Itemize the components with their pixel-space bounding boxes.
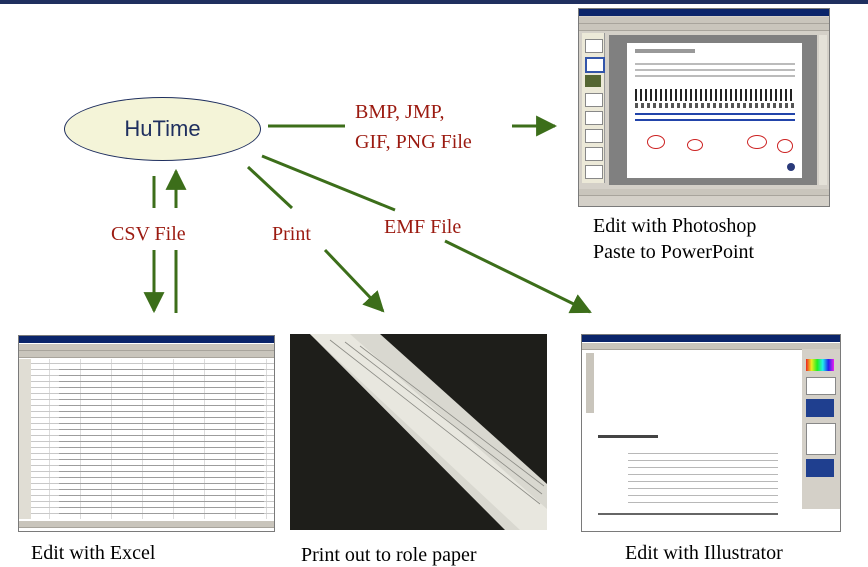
illustrator-screenshot [581,334,841,532]
arrow-to-emf [261,154,396,212]
powerpoint-titlebar [579,9,829,16]
powerpoint-caption-line2: Paste to PowerPoint [593,241,755,263]
image-formats-label-line1: BMP, JMP, [355,101,445,123]
hutime-label: HuTime [124,116,201,141]
powerpoint-toolbar-1 [579,17,829,24]
print-caption: Print out to role paper [301,544,477,566]
excel-screenshot [18,335,275,532]
top-accent-bar [0,0,868,4]
arrow-to-print [246,165,294,210]
illustrator-titlebar [582,335,840,342]
emf-label: EMF File [384,216,462,238]
excel-toolbar-2 [19,351,274,358]
powerpoint-slide-panel [582,33,605,183]
print-roll-photo [290,334,547,530]
powerpoint-caption-line1: Edit with Photoshop [593,215,757,237]
powerpoint-slide [627,43,802,178]
illustrator-panels [802,349,840,509]
powerpoint-drawing-toolbar [579,189,829,196]
hutime-node: HuTime [64,97,261,161]
image-formats-label-line2: GIF, PNG File [355,131,472,153]
illustrator-menubar [582,343,840,350]
csv-label: CSV File [111,223,186,245]
excel-drawing-toolbar [19,521,274,528]
excel-titlebar [19,336,274,343]
print-label: Print [272,223,311,245]
arrow-print-to-paper [323,248,385,313]
illustrator-tools [586,353,594,413]
powerpoint-canvas [609,35,817,185]
illustrator-caption: Edit with Illustrator [625,542,783,564]
powerpoint-screenshot [578,8,830,207]
powerpoint-toolbar-2 [579,24,829,31]
excel-cell-text [59,366,264,516]
excel-toolbar-1 [19,344,274,351]
arrow-emf-to-illustrator [444,239,592,314]
excel-caption: Edit with Excel [31,542,156,564]
illustrator-canvas [598,435,778,520]
